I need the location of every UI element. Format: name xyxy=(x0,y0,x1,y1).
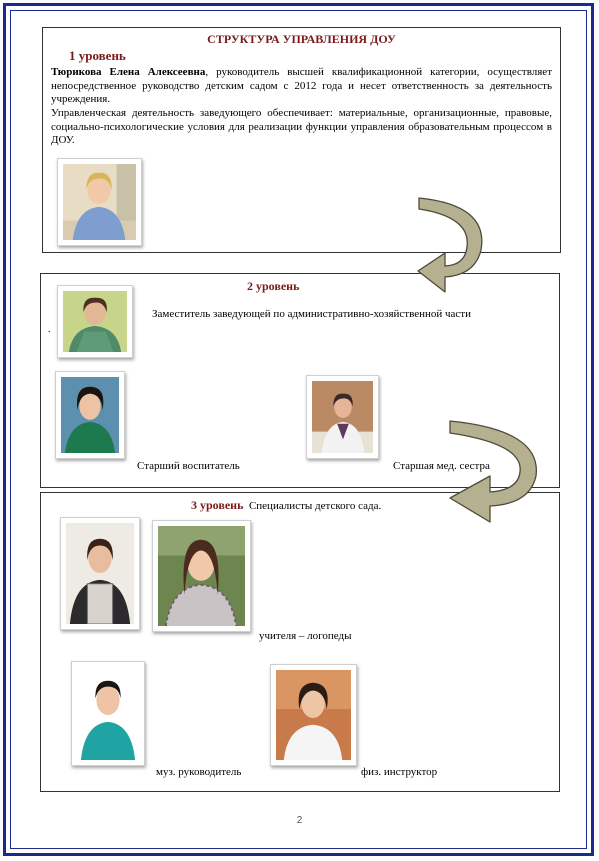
senior-teacher-photo xyxy=(55,371,125,459)
level3-heading: 3 уровень xyxy=(191,498,244,512)
pe-instructor-caption: физ. инструктор xyxy=(361,766,438,778)
head-name: Тюрикова Елена Алексеевна xyxy=(51,66,206,78)
page-title: СТРУКТУРА УПРАВЛЕНИЯ ДОУ xyxy=(207,32,396,46)
page-frame-inner xyxy=(10,10,587,849)
page-number: 2 xyxy=(296,815,303,826)
senior-nurse-photo xyxy=(306,375,379,459)
deputy-photo xyxy=(57,285,133,358)
stray-dot: . xyxy=(48,324,51,335)
level3-subtitle: Специалисты детского сада. xyxy=(248,500,382,512)
pe-instructor-photo xyxy=(270,664,357,766)
music-director-photo xyxy=(71,661,145,766)
speech-therapist-2-photo xyxy=(152,520,251,632)
level3-box: 3 уровень Специалисты детского сада. учи… xyxy=(40,492,560,792)
management-paragraph: Управленческая деятельность заведующего … xyxy=(51,107,552,146)
senior-nurse-caption: Старшая мед. сестра xyxy=(393,460,490,472)
level1-box: СТРУКТУРА УПРАВЛЕНИЯ ДОУ 1 уровень Тюрик… xyxy=(42,27,561,253)
speech-therapists-caption: учителя – логопеды xyxy=(259,630,352,642)
level2-heading: 2 уровень xyxy=(247,279,300,293)
page-frame-outer xyxy=(3,3,594,856)
speech-therapist-1-photo xyxy=(60,517,140,630)
senior-teacher-caption: Старший воспитатель xyxy=(137,460,240,472)
level3-header: 3 уровень Специалисты детского сада. xyxy=(191,498,381,513)
level2-box: 2 уровень Заместитель заведующей по адми… xyxy=(40,273,560,488)
curved-arrow-icon xyxy=(417,197,483,293)
level1-heading: 1 уровень xyxy=(69,48,126,63)
head-photo xyxy=(57,158,142,246)
head-text: , руководитель высшей квалификационной к… xyxy=(51,66,552,105)
music-director-caption: муз. руководитель xyxy=(156,766,242,778)
deputy-caption: Заместитель заведующей по административн… xyxy=(152,308,471,320)
curved-arrow-icon xyxy=(449,420,537,523)
head-description: Тюрикова Елена Алексеевна, руководитель … xyxy=(51,66,552,107)
